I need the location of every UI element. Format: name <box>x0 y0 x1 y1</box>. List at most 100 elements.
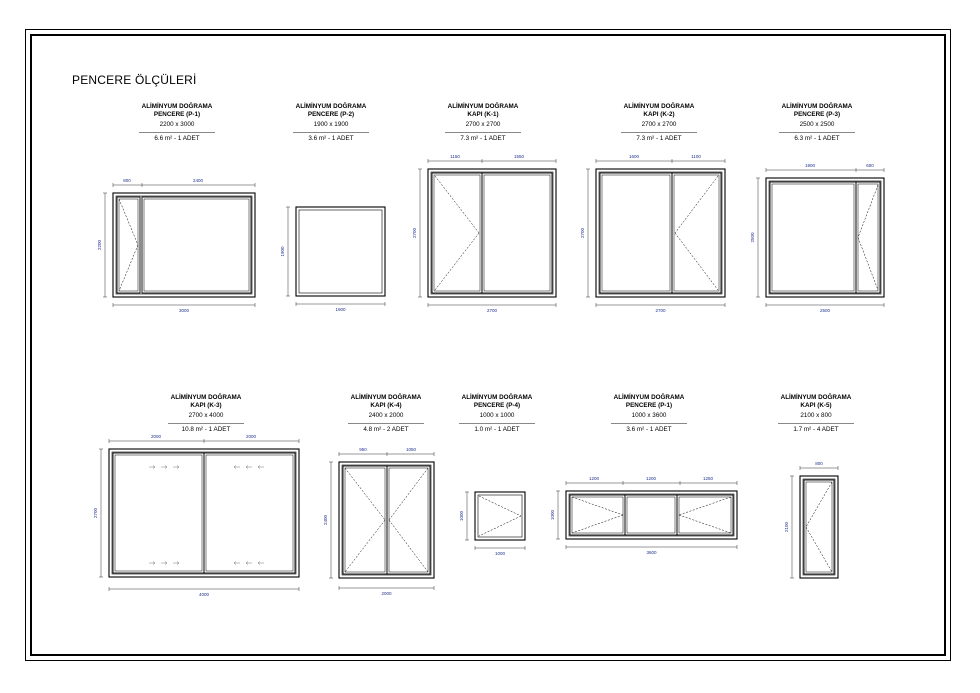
opening-line <box>388 467 429 521</box>
slide-arrow <box>164 466 168 469</box>
dimension-label: 2700 <box>412 227 417 238</box>
item-heading: ALİMİNYUM DOĞRAMA PENCERE (P-1) 1000 x 3… <box>594 394 704 433</box>
slide-arrow <box>245 465 249 468</box>
sash <box>431 172 483 294</box>
opening-line <box>805 481 833 528</box>
inner-frame <box>341 464 432 576</box>
dimension-label: 2500 <box>820 308 831 313</box>
sash <box>386 465 431 575</box>
outer-frame <box>765 177 885 298</box>
opening-line <box>857 184 879 238</box>
dimension-label: 2100 <box>784 521 789 532</box>
sash-inner <box>857 183 879 292</box>
item-size: 2700 x 4000 <box>188 412 224 419</box>
slide-arrow <box>164 465 168 468</box>
sash <box>116 196 141 294</box>
slide-arrow <box>176 466 180 469</box>
dimension-label: 1200 <box>646 476 657 481</box>
slide-arrow <box>257 465 261 468</box>
item-area: 1.0 m² - 1 ADET <box>474 425 520 433</box>
dimension-label: 1900 <box>805 163 816 168</box>
dimension-label: 1150 <box>450 154 460 159</box>
dimension-label: 1000 <box>495 551 506 556</box>
sash-inner <box>601 174 671 292</box>
slide-arrow <box>176 562 180 565</box>
sash <box>141 196 252 294</box>
opening-line <box>478 515 522 537</box>
dimension-label: 800 <box>123 178 131 183</box>
item-code: PENCERE (P-4) <box>473 401 521 409</box>
dimension-label: 1900 <box>280 246 285 257</box>
sash-inner <box>433 174 481 292</box>
slide-arrow <box>257 561 261 564</box>
item-heading: ALİMİNYUM DOĞRAMA KAPI (K-4) 2400 x 2000… <box>331 394 441 433</box>
sash <box>112 452 205 574</box>
inner-frame <box>802 478 836 576</box>
dimension-label: 1200 <box>589 476 600 481</box>
dimension-label: 600 <box>866 163 874 168</box>
slide-arrow <box>233 562 237 565</box>
sash-inner <box>771 183 855 292</box>
dimension-label: 3600 <box>646 550 657 555</box>
item-area: 7.3 m² - 1 ADET <box>460 134 506 142</box>
dimension-label: 2000 <box>381 591 392 596</box>
dimension-label: 1000 <box>459 510 464 521</box>
sash <box>624 494 678 536</box>
dimension-label: 2400 <box>323 514 328 525</box>
outer-frame <box>474 491 526 541</box>
item-code: KAPI (K-1) <box>467 110 499 118</box>
item-area: 6.3 m² - 1 ADET <box>794 134 840 142</box>
item-size: 1000 x 1000 <box>479 412 515 419</box>
outer-frame <box>338 461 435 579</box>
item-heading: ALİMİNYUM DOĞRAMA PENCERE (P-4) 1000 x 1… <box>442 394 552 433</box>
sash <box>599 172 673 294</box>
item-code: KAPI (K-2) <box>643 110 675 118</box>
item-heading: ALİMİNYUM DOĞRAMA PENCERE (P-3) 2500 x 2… <box>762 103 872 142</box>
dimension-label: 3000 <box>179 308 190 313</box>
slide-arrow <box>152 561 156 564</box>
item-area: 4.8 m² - 2 ADET <box>363 425 409 433</box>
item-heading: ALİMİNYUM DOĞRAMA PENCERE (P-1) 2200 x 3… <box>122 103 232 142</box>
slide-arrow <box>164 561 168 564</box>
slide-arrow <box>176 561 180 564</box>
item-heading: ALİMİNYUM DOĞRAMA KAPI (K-2) 2700 x 2700… <box>604 103 714 142</box>
sash-inner <box>143 198 250 292</box>
sash <box>569 494 626 536</box>
outer-frame <box>799 475 839 579</box>
item-code: KAPI (K-4) <box>370 401 402 409</box>
item-area: 6.6 m² - 1 ADET <box>154 134 200 142</box>
sash <box>671 172 722 294</box>
sheet-border-outer <box>25 29 951 661</box>
inner-frame <box>568 493 735 537</box>
dimension-label: 1050 <box>406 447 417 452</box>
slide-arrow <box>257 466 261 469</box>
inner-frame <box>111 451 297 575</box>
dimension-label: 2400 <box>193 178 204 183</box>
slide-arrow <box>176 465 180 468</box>
item-type: ALİMİNYUM DOĞRAMA <box>141 103 213 110</box>
item-type: ALİMİNYUM DOĞRAMA <box>780 394 852 401</box>
dimension-label: 1550 <box>514 154 525 159</box>
opening-line <box>388 519 429 573</box>
sash <box>203 452 296 574</box>
sash-inner <box>344 467 386 573</box>
inner-frame <box>298 209 383 294</box>
item-type: ALİMİNYUM DOĞRAMA <box>295 103 367 110</box>
item-type: ALİMİNYUM DOĞRAMA <box>350 394 422 401</box>
item-area: 3.6 m² - 1 ADET <box>626 425 672 433</box>
inner-frame <box>430 171 554 295</box>
outer-frame <box>112 192 256 298</box>
item-code: KAPI (K-5) <box>800 401 832 409</box>
slide-arrow <box>152 465 156 468</box>
item-size: 1000 x 3600 <box>631 412 667 419</box>
item-size: 2400 x 2000 <box>368 412 404 419</box>
item-area: 1.7 m² - 4 ADET <box>793 425 839 433</box>
slide-arrow <box>245 561 249 564</box>
item-type: ALİMİNYUM DOĞRAMA <box>781 103 853 110</box>
item-code: PENCERE (P-3) <box>793 110 841 118</box>
opening-line <box>434 232 480 291</box>
item-code: PENCERE (P-1) <box>625 401 673 409</box>
dimension-label: 1900 <box>335 307 346 312</box>
dimension-label: 2700 <box>487 308 498 313</box>
